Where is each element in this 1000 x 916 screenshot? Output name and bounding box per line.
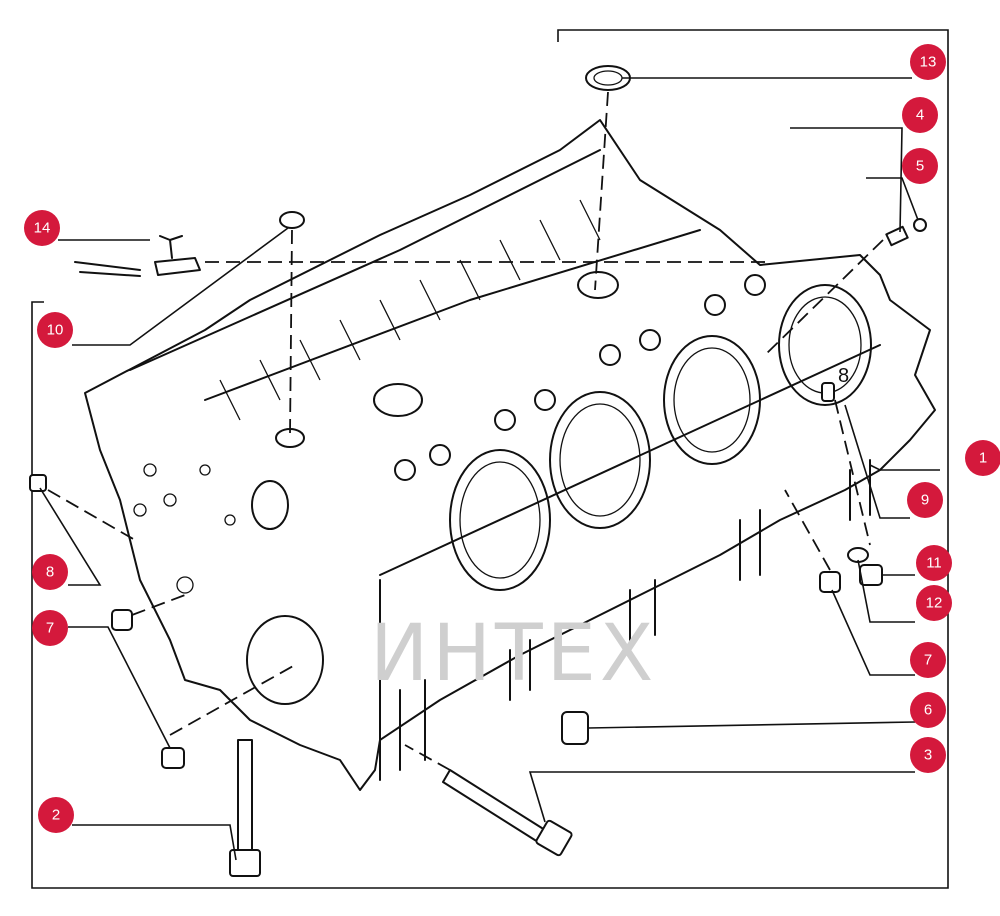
svg-text:13: 13 — [920, 54, 937, 71]
svg-text:9: 9 — [921, 492, 929, 509]
svg-text:12: 12 — [926, 595, 943, 612]
callout-12[interactable]: 12 — [916, 585, 952, 621]
part-2-bolt — [229, 739, 261, 877]
frame-lines — [31, 29, 949, 889]
part-5-washer — [913, 218, 927, 232]
svg-text:7: 7 — [46, 620, 54, 637]
callout-14[interactable]: 14 — [24, 210, 60, 246]
assembly-dash-lines — [47, 91, 884, 771]
callout-5[interactable]: 5 — [902, 148, 938, 184]
svg-text:14: 14 — [34, 220, 51, 237]
callout-8[interactable]: 8 — [32, 554, 68, 590]
svg-text:4: 4 — [916, 107, 924, 124]
callout-3[interactable]: 3 — [910, 737, 946, 773]
svg-text:7: 7 — [924, 652, 932, 669]
callout-9[interactable]: 9 — [907, 482, 943, 518]
svg-text:11: 11 — [926, 555, 942, 572]
callout-4[interactable]: 4 — [902, 97, 938, 133]
part-12-washer — [847, 547, 869, 563]
callout-6[interactable]: 6 — [910, 692, 946, 728]
casting-mark: 8 — [838, 365, 849, 387]
svg-text:2: 2 — [52, 807, 60, 824]
callout-11[interactable]: 11 — [916, 545, 952, 581]
callout-13[interactable]: 13 — [910, 44, 946, 80]
part-7-plug-right — [819, 571, 841, 593]
part-6-dowel — [561, 711, 589, 745]
callout-1[interactable]: 1 — [965, 440, 1000, 476]
part-10-plug — [279, 211, 305, 229]
part-9-stud — [821, 382, 835, 402]
part-11-plug — [859, 564, 883, 586]
part-4-fitting — [885, 225, 909, 247]
leader-lines — [39, 77, 940, 861]
part-8-plug — [29, 474, 47, 492]
engine-block-drawing — [84, 119, 936, 791]
svg-text:3: 3 — [924, 747, 932, 764]
watermark-text: ИНТЕХ — [370, 609, 657, 699]
part-7-plug-lower — [161, 747, 185, 769]
part-14-valve — [74, 235, 201, 277]
callout-7-right[interactable]: 7 — [910, 642, 946, 678]
svg-text:6: 6 — [924, 702, 932, 719]
part-3-bolt — [442, 769, 573, 857]
callout-2[interactable]: 2 — [38, 797, 74, 833]
svg-text:5: 5 — [916, 158, 924, 175]
svg-text:10: 10 — [47, 322, 64, 339]
callout-7-left[interactable]: 7 — [32, 610, 68, 646]
svg-text:8: 8 — [46, 564, 54, 581]
callout-10[interactable]: 10 — [37, 312, 73, 348]
part-7-plug-left — [111, 609, 133, 631]
svg-text:1: 1 — [979, 450, 987, 467]
